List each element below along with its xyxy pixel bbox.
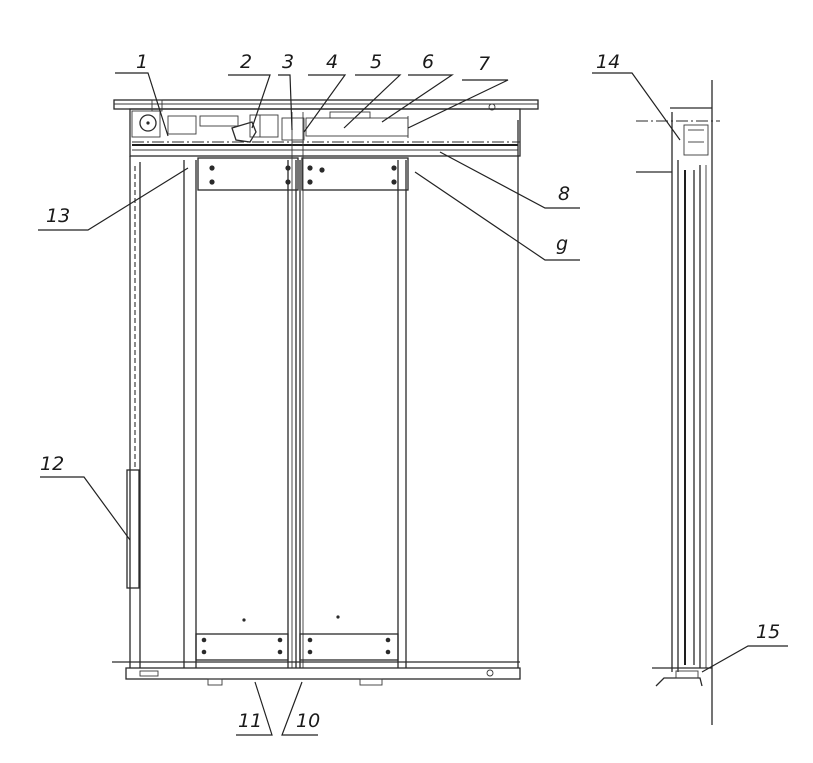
callout-2: 2 — [240, 51, 252, 73]
callout-11: 11 — [238, 710, 262, 732]
callout-15: 15 — [756, 621, 780, 643]
callout-8: 8 — [558, 183, 570, 205]
callout-13: 13 — [46, 205, 70, 227]
side-header-unit — [683, 124, 709, 156]
pulley-icon — [139, 114, 157, 132]
door-panel-right — [299, 112, 407, 668]
callout-14: 14 — [596, 51, 620, 73]
callout-12: 12 — [40, 453, 64, 475]
callout-10: 10 — [296, 710, 320, 732]
hanger-plates — [197, 157, 409, 191]
header-unit — [129, 99, 521, 157]
bottom-plate-holes — [201, 615, 391, 655]
sill — [112, 661, 521, 686]
callout-9: g — [556, 233, 568, 255]
side-stop — [126, 469, 140, 589]
door-panel-left — [183, 112, 297, 668]
callout-7: 7 — [478, 53, 490, 75]
callout-3: 3 — [282, 51, 294, 73]
hanger-plate-holes — [209, 165, 397, 185]
front-view — [112, 99, 539, 686]
bottom-plates — [195, 615, 399, 661]
callout-4: 4 — [326, 51, 338, 73]
callout-numbers: 1 2 3 4 5 6 7 8 g 10 11 12 13 14 15 — [40, 51, 780, 732]
callout-6: 6 — [422, 51, 434, 73]
side-sill — [655, 677, 703, 687]
callout-5: 5 — [370, 51, 382, 73]
side-view — [636, 80, 720, 725]
callout-1: 1 — [136, 51, 148, 73]
leader-lines — [38, 72, 788, 736]
left-jamb — [126, 156, 141, 668]
